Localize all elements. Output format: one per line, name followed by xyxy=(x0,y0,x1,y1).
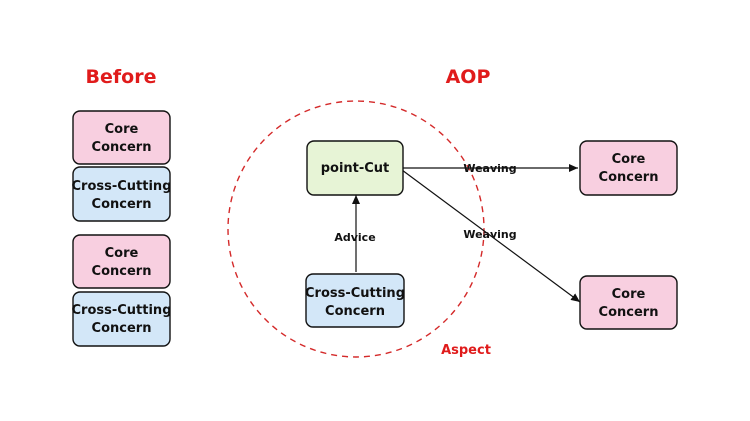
box-label-line1: Core xyxy=(612,287,646,302)
target-core-concern-1: Core Concern xyxy=(579,140,678,196)
box-label-line1: Cross-Cutting xyxy=(72,179,172,194)
box-label-line2: Concern xyxy=(599,305,659,320)
box-label-line1: Core xyxy=(105,122,139,137)
box-label-line2: Concern xyxy=(92,264,152,279)
target-core-concern-2: Core Concern xyxy=(579,275,678,330)
box-label-line2: Concern xyxy=(325,304,385,319)
before-cross-cutting-concern-2: Cross-Cutting Concern xyxy=(72,291,172,347)
before-core-concern-2: Core Concern xyxy=(72,234,171,289)
before-cross-cutting-concern-1: Cross-Cutting Concern xyxy=(72,166,172,222)
box-label-line2: Concern xyxy=(92,321,152,336)
box-label-line1: Core xyxy=(105,246,139,261)
box-label-line1: Cross-Cutting xyxy=(305,286,405,301)
advice-label: Advice xyxy=(334,231,375,244)
pointcut-box: point-Cut xyxy=(306,140,404,196)
box-shape xyxy=(72,110,171,165)
before-core-concern-1: Core Concern xyxy=(72,110,171,165)
box-shape xyxy=(72,234,171,289)
weaving-arrow-2 xyxy=(401,169,581,303)
box-label-line1: Core xyxy=(612,152,646,167)
box-label-line2: Concern xyxy=(92,197,152,212)
before-stack: Core Concern Cross-Cutting Concern Core … xyxy=(72,110,172,347)
box-shape xyxy=(579,140,678,196)
box-label-line2: Concern xyxy=(599,170,659,185)
before-heading: Before xyxy=(86,66,157,88)
weaving-label-1: Weaving xyxy=(463,162,516,175)
box-shape xyxy=(72,291,171,347)
box-shape xyxy=(72,166,171,222)
aop-cross-cutting-concern: Cross-Cutting Concern xyxy=(305,273,405,328)
box-shape xyxy=(306,140,404,196)
pointcut-label: point-Cut xyxy=(321,161,390,176)
weaving-label-2: Weaving xyxy=(463,228,516,241)
box-shape xyxy=(579,275,678,330)
aspect-boundary xyxy=(227,100,485,358)
box-label-line1: Cross-Cutting xyxy=(72,303,172,318)
aop-heading: AOP xyxy=(446,66,491,88)
aspect-label: Aspect xyxy=(441,343,491,358)
box-shape xyxy=(305,273,405,328)
box-label-line2: Concern xyxy=(92,140,152,155)
